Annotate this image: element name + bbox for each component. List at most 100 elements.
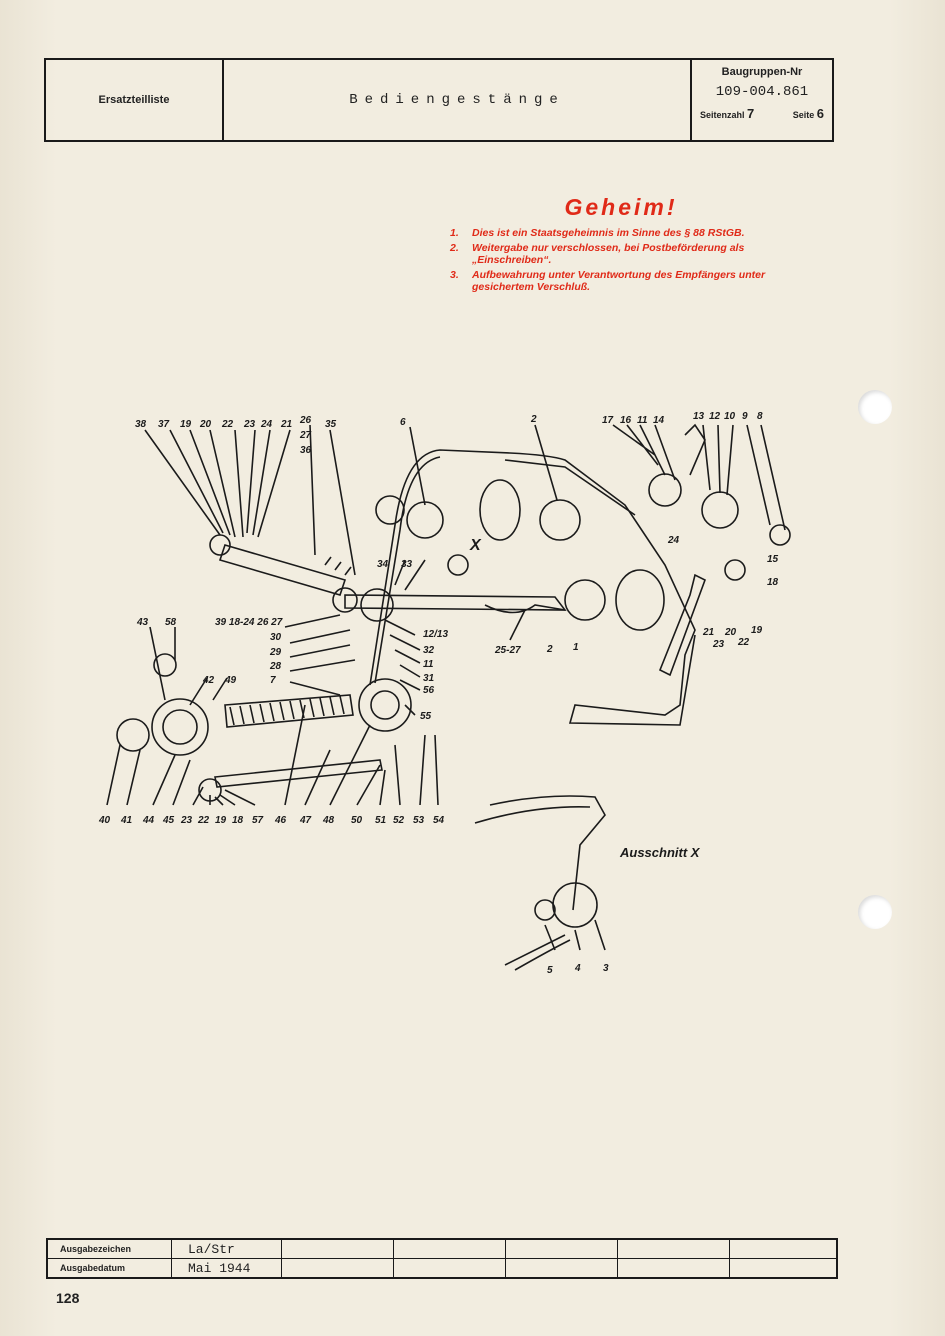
secret-items: 1.Dies ist ein Staatsgeheimnis im Sinne … <box>450 227 822 293</box>
svg-text:52: 52 <box>393 815 405 826</box>
svg-text:17: 17 <box>602 415 614 426</box>
svg-text:22: 22 <box>197 815 210 826</box>
svg-text:23: 23 <box>243 419 256 430</box>
svg-text:15: 15 <box>767 554 779 565</box>
svg-text:19: 19 <box>215 815 227 826</box>
svg-text:9: 9 <box>742 411 748 422</box>
svg-text:21: 21 <box>702 627 715 638</box>
svg-text:40: 40 <box>98 815 111 826</box>
svg-text:58: 58 <box>165 617 177 628</box>
svg-text:20: 20 <box>199 419 212 430</box>
svg-text:37: 37 <box>158 419 170 430</box>
svg-text:X: X <box>469 537 482 554</box>
svg-text:23: 23 <box>712 639 725 650</box>
svg-text:23: 23 <box>180 815 193 826</box>
svg-text:41: 41 <box>120 815 133 826</box>
secret-title: Geheim! <box>564 194 678 220</box>
svg-text:2: 2 <box>530 414 537 425</box>
labels-bottom: 40 41 44 45 23 22 19 18 57 46 47 48 50 5… <box>98 815 445 826</box>
svg-text:34: 34 <box>377 559 389 570</box>
labels-top-right: 17 16 11 14 13 12 10 9 8 <box>602 411 763 426</box>
detail-label: Ausschnitt X <box>619 845 701 860</box>
page-number: 128 <box>56 1290 80 1306</box>
labels-middle: 30 29 28 7 12/13 32 11 31 56 55 25-27 <box>269 629 521 722</box>
labels-detail-x: Ausschnitt X 5 4 3 <box>547 845 701 976</box>
svg-text:19: 19 <box>751 625 763 636</box>
svg-text:29: 29 <box>269 647 282 658</box>
issue-date-value: Mai 1944 <box>172 1259 282 1277</box>
svg-text:12/13: 12/13 <box>423 629 448 640</box>
svg-text:24: 24 <box>667 535 680 546</box>
secret-item: 3.Aufbewahrung unter Verantwortung des E… <box>450 269 766 293</box>
svg-text:14: 14 <box>653 415 665 426</box>
svg-text:24: 24 <box>260 419 273 430</box>
header-left-cell: Ersatzteilliste <box>46 60 224 140</box>
secret-item: 1.Dies ist ein Staatsgeheimnis im Sinne … <box>450 227 745 239</box>
page-label: Seite <box>792 110 815 120</box>
svg-text:38: 38 <box>135 419 147 430</box>
header-block: Ersatzteilliste Bediengestänge Baugruppe… <box>44 58 834 142</box>
header-title-cell: Bediengestänge <box>224 60 692 140</box>
svg-text:49: 49 <box>224 675 237 686</box>
document-title: Bediengestänge <box>349 92 565 108</box>
svg-text:5: 5 <box>547 965 553 976</box>
table-row: Ausgabezeichen La/Str <box>48 1240 836 1258</box>
svg-text:44: 44 <box>142 815 155 826</box>
svg-text:28: 28 <box>269 661 282 672</box>
page-number-header: 6 <box>816 106 824 121</box>
issue-info-table: Ausgabezeichen La/Str Ausgabedatum Mai 1… <box>46 1238 838 1279</box>
svg-text:54: 54 <box>433 815 445 826</box>
issue-date-label: Ausgabedatum <box>48 1259 172 1277</box>
svg-text:31: 31 <box>423 673 435 684</box>
svg-text:7: 7 <box>270 675 276 686</box>
svg-text:32: 32 <box>423 645 435 656</box>
svg-text:45: 45 <box>162 815 175 826</box>
svg-text:25-27: 25-27 <box>494 645 521 656</box>
svg-text:2: 2 <box>546 644 553 655</box>
svg-text:11: 11 <box>637 415 648 426</box>
svg-text:27: 27 <box>299 430 312 441</box>
secret-notice: Geheim! 1.Dies ist ein Staatsgeheimnis i… <box>450 194 822 296</box>
svg-text:1: 1 <box>573 642 579 653</box>
svg-text:20: 20 <box>724 627 737 638</box>
labels-top-left: 38 37 19 20 22 23 24 21 26 27 36 35 6 2 … <box>135 414 537 628</box>
svg-text:21: 21 <box>280 419 293 430</box>
svg-text:47: 47 <box>299 815 312 826</box>
svg-text:10: 10 <box>724 411 736 422</box>
group-number-label: Baugruppen-Nr <box>721 66 803 78</box>
svg-text:6: 6 <box>400 417 406 428</box>
svg-text:12: 12 <box>709 411 721 422</box>
group-number: 109-004.861 <box>715 84 809 100</box>
svg-text:16: 16 <box>620 415 632 426</box>
svg-text:57: 57 <box>252 815 264 826</box>
svg-text:13: 13 <box>693 411 705 422</box>
svg-text:22: 22 <box>221 419 234 430</box>
table-row: Ausgabedatum Mai 1944 <box>48 1258 836 1277</box>
exploded-parts-drawing: 38 37 19 20 22 23 24 21 26 27 36 35 6 2 … <box>98 411 791 976</box>
punch-hole-bottom <box>858 895 892 929</box>
svg-text:22: 22 <box>737 637 750 648</box>
svg-text:46: 46 <box>274 815 287 826</box>
svg-text:56: 56 <box>423 685 435 696</box>
svg-text:50: 50 <box>351 815 363 826</box>
issue-mark-label: Ausgabezeichen <box>48 1240 172 1258</box>
svg-text:53: 53 <box>413 815 425 826</box>
secret-item: 2.Weitergabe nur verschlossen, bei Postb… <box>450 242 745 266</box>
svg-text:30: 30 <box>270 632 282 643</box>
punch-hole-top <box>858 390 892 424</box>
page-info: Seitenzahl 7 Seite 6 <box>700 106 824 121</box>
svg-text:42: 42 <box>202 675 215 686</box>
svg-text:51: 51 <box>375 815 387 826</box>
header-right-cell: Baugruppen-Nr 109-004.861 Seitenzahl 7 S… <box>692 60 832 140</box>
svg-text:35: 35 <box>325 419 337 430</box>
svg-text:3: 3 <box>603 963 609 974</box>
parts-list-label: Ersatzteilliste <box>98 94 170 106</box>
svg-text:43: 43 <box>136 617 149 628</box>
labels-lower-left: 43 58 42 49 <box>136 617 237 686</box>
svg-text:19: 19 <box>180 419 192 430</box>
issue-mark-value: La/Str <box>172 1240 282 1258</box>
svg-text:11: 11 <box>423 659 434 670</box>
svg-text:26: 26 <box>299 415 312 426</box>
svg-text:4: 4 <box>574 963 581 974</box>
